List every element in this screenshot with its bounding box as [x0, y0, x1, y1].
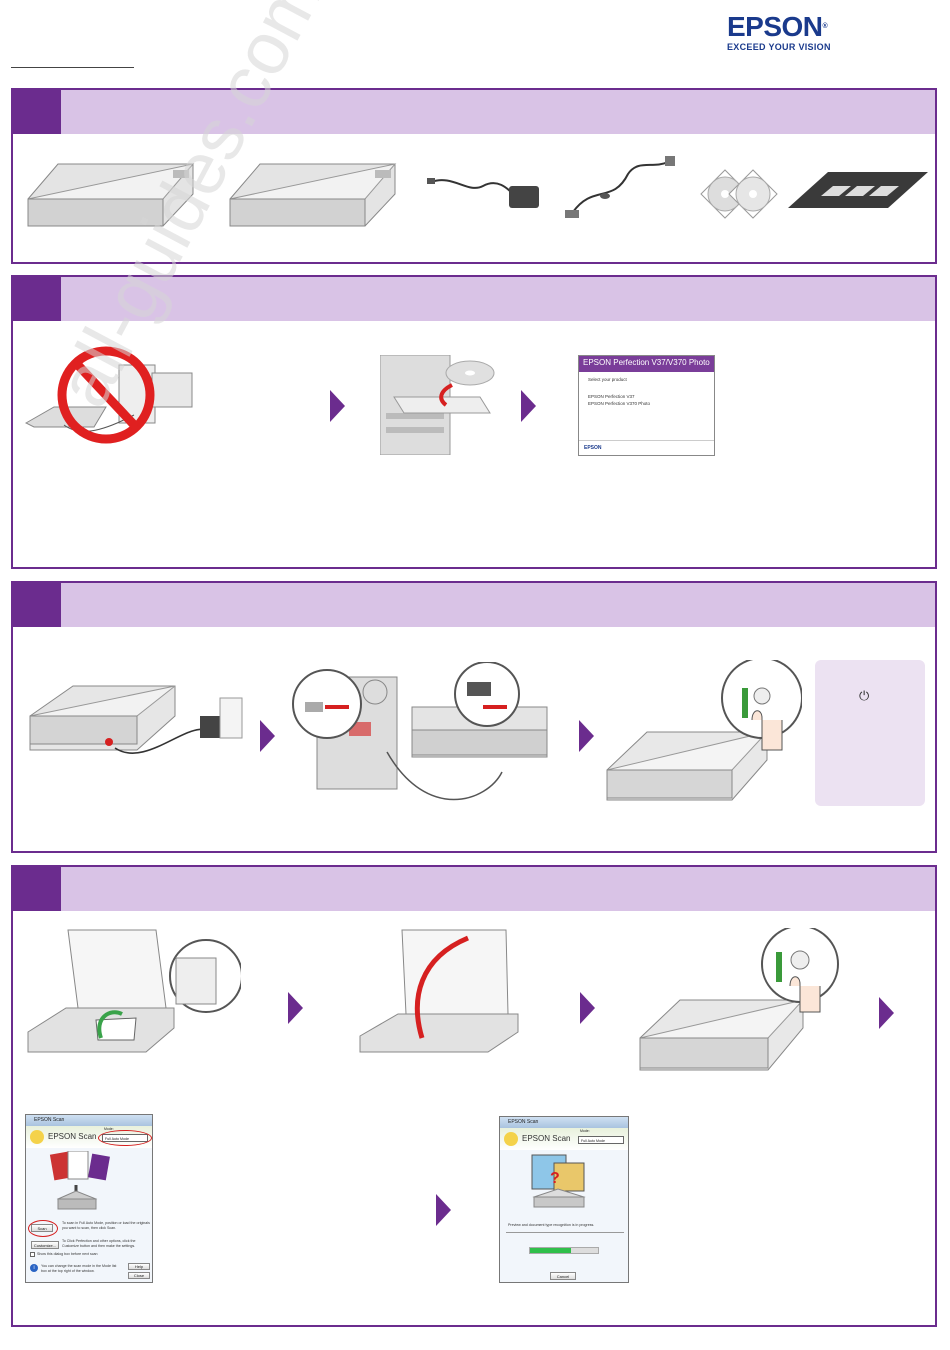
prohibited-icon [57, 346, 155, 444]
cd-disc-icon [445, 360, 495, 386]
step-tab [13, 867, 61, 911]
power-note-box: ⏻ [815, 660, 925, 806]
section-connect [11, 581, 937, 853]
place-original-illustration [27, 929, 241, 1053]
next-arrow-icon [288, 992, 303, 1024]
next-arrow-icon [580, 992, 595, 1024]
package-contents-illustration [27, 156, 928, 227]
do-not-connect-illustration [24, 346, 193, 444]
section-header [13, 583, 935, 627]
installer-footer-logo: EPSON [584, 445, 602, 451]
progress-divider [506, 1232, 624, 1233]
section-header [13, 867, 935, 911]
installer-divider [579, 440, 714, 441]
progress-fill [530, 1248, 571, 1253]
epson-logo: EPSON® EXCEED YOUR VISION [727, 11, 847, 53]
next-arrow-icon [436, 1194, 451, 1226]
close-button[interactable]: Close [128, 1272, 150, 1279]
info-icon: i [30, 1264, 38, 1272]
next-arrow-icon [330, 390, 345, 422]
window-titlebar: EPSON Scan [26, 1115, 152, 1126]
connect-usb-illustration [292, 662, 548, 801]
next-arrow-icon [260, 720, 275, 752]
mode-info-text: You can change the scan mode in the Mode… [41, 1264, 117, 1273]
instruction-customize: To Click Perfection and other options, c… [62, 1239, 136, 1248]
installer-title: EPSON Perfection V37/V370 Photo [579, 356, 714, 372]
cancel-button[interactable]: Cancel [550, 1272, 576, 1280]
window-title: EPSON Scan [508, 1119, 539, 1125]
section-header [13, 277, 935, 321]
instruction-full-auto: To scan in Full Auto Mode, position or l… [62, 1221, 150, 1230]
epson-scan-window-progress: EPSON Scan EPSON Scan Mode: Full Auto Mo… [499, 1116, 629, 1283]
progress-bar [529, 1247, 599, 1254]
installer-window: EPSON Perfection V37/V370 Photo Select y… [578, 355, 715, 456]
close-cover-illustration [359, 929, 519, 1053]
step-tab [13, 277, 61, 321]
progress-status-text: Preview and document type recognition is… [508, 1223, 595, 1227]
scanner-v370-icon [229, 163, 397, 227]
mode-label: Mode: [104, 1127, 114, 1131]
mode-select[interactable]: Full Auto Mode [578, 1136, 624, 1144]
epson-scan-logo-icon [30, 1130, 44, 1144]
app-title: EPSON Scan [48, 1132, 97, 1141]
show-dialog-checkbox[interactable] [30, 1252, 35, 1257]
scan-highlight-circle [28, 1220, 58, 1237]
mode-label: Mode: [580, 1129, 590, 1133]
svg-text:?: ? [550, 1170, 560, 1187]
window-titlebar: EPSON Scan [500, 1117, 628, 1128]
section-scan [11, 865, 937, 1327]
wall-outlet-icon [219, 697, 243, 739]
brand-tagline: EXCEED YOUR VISION [727, 42, 831, 52]
app-header: EPSON Scan Mode: Full Auto Mode [500, 1128, 628, 1150]
option-v37[interactable]: EPSON Perfection V37 [588, 394, 635, 399]
help-button[interactable]: Help [128, 1263, 150, 1270]
registered-mark: ® [822, 23, 828, 30]
epson-scan-window-full-auto: EPSON Scan EPSON Scan Mode: Full Auto Mo… [25, 1114, 153, 1283]
step-tab [13, 90, 61, 134]
epson-scan-logo-icon [504, 1132, 518, 1146]
photo-stack-icon [49, 1151, 110, 1210]
power-icon: ⏻ [859, 688, 870, 703]
installer-prompt: Select your product [588, 377, 627, 382]
step-tab [13, 583, 61, 627]
scanner-v37-icon [27, 163, 195, 227]
ac-adapter-icon [427, 178, 539, 208]
insert-cd-illustration [380, 355, 495, 455]
checkbox-label: Show this dialog box before next scan [37, 1252, 98, 1256]
window-title: EPSON Scan [34, 1117, 65, 1123]
document-recognition-icon: ? [531, 1154, 586, 1208]
option-v370[interactable]: EPSON Perfection V370 Photo [588, 401, 651, 406]
press-start-button-illustration [639, 928, 839, 1071]
software-cd-icon [700, 169, 778, 219]
app-header: EPSON Scan Mode: Full Auto Mode [26, 1126, 152, 1148]
section-header [13, 90, 935, 134]
press-power-illustration [606, 660, 802, 801]
app-title: EPSON Scan [522, 1134, 571, 1143]
next-arrow-icon [579, 720, 594, 752]
next-arrow-icon [521, 390, 536, 422]
brand-name: EPSON [727, 11, 823, 42]
customize-button[interactable]: Customize... [31, 1241, 59, 1249]
next-arrow-icon [879, 997, 894, 1029]
film-holder-icon [788, 172, 928, 208]
mode-highlight-circle [98, 1130, 152, 1146]
usb-cable-icon [565, 156, 675, 218]
ac-adapter-icon [200, 716, 220, 738]
connect-power-illustration [29, 685, 243, 754]
section-install-software [11, 275, 937, 569]
section-unpack [11, 88, 937, 264]
title-rule [11, 67, 134, 68]
